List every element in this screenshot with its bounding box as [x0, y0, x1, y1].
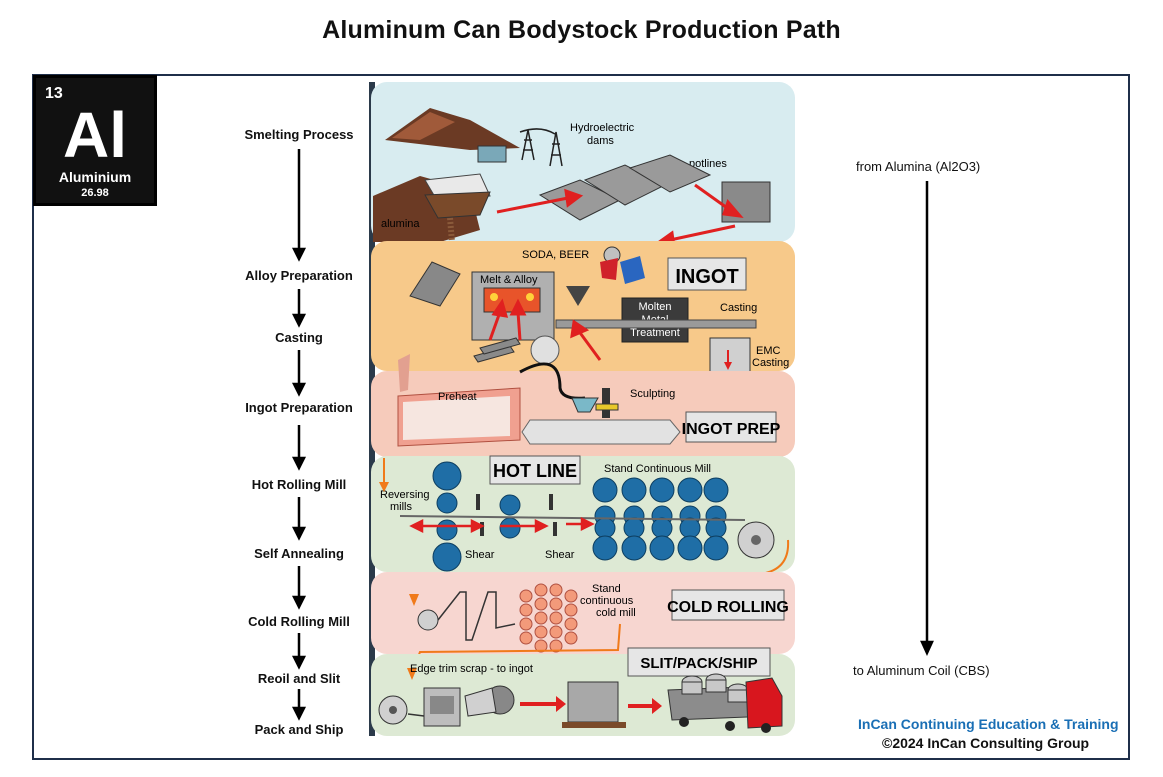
hot-arrows [409, 516, 595, 534]
ingot-banner-box [667, 257, 747, 291]
label-preheat: Preheat [438, 391, 477, 403]
truck-coils [681, 673, 749, 703]
potline-buildings [538, 154, 712, 221]
hot-banner: HOT LINE [493, 461, 577, 481]
beer-can [620, 256, 645, 284]
prep-banner: INGOT PREP [682, 421, 781, 438]
step-smelting: Smelting Process [244, 127, 354, 142]
ingot-arrows [488, 298, 602, 361]
step-pack-ship: Pack and Ship [254, 722, 344, 737]
stand-rolls [592, 477, 729, 561]
label-reversing-1: Reversing [380, 489, 430, 501]
label-alumina: alumina [381, 218, 420, 230]
label-emc-2: Casting [752, 357, 789, 369]
cold-loop [437, 591, 516, 641]
dam-building [477, 145, 507, 163]
step-alloy-preparation: Alloy Preparation [245, 268, 353, 283]
side-label-from: from Alumina (Al2O3) [856, 159, 981, 174]
page-title: Aluminum Can Bodystock Production Path [322, 16, 841, 44]
footer-org: InCan Continuing Education & Training [858, 716, 1119, 732]
element-symbol: Al [63, 99, 127, 171]
step-reoil-slit: Reoil and Slit [257, 671, 341, 686]
power-towers [519, 128, 563, 167]
stack [398, 354, 410, 392]
label-cold-3: cold mill [596, 607, 636, 619]
launder [555, 319, 757, 329]
scrap-block [409, 261, 461, 307]
atomic-number: 13 [45, 85, 63, 102]
svg-text:Molten: Molten [638, 301, 671, 313]
label-shear-1: Shear [465, 549, 495, 561]
cold-stand-rolls [519, 583, 578, 653]
scalper-head [571, 397, 599, 413]
svg-text:Treatment: Treatment [630, 327, 680, 339]
step-cold-rolling: Cold Rolling Mill [248, 614, 350, 629]
label-emc-1: EMC [756, 345, 781, 357]
label-shear-2: Shear [545, 549, 575, 561]
label-potlines: potlines [689, 158, 727, 170]
label-reversing-2: mills [390, 501, 412, 513]
soda-can [600, 258, 618, 280]
packed-coil [567, 681, 619, 723]
label-hydro-2: dams [587, 135, 614, 147]
hot-banner-box [489, 455, 581, 485]
slit-banner: SLIT/PACK/SHIP [640, 655, 757, 672]
ingot-stack [473, 337, 521, 363]
footer-copyright: ©2024 InCan Consulting Group [882, 735, 1090, 751]
ingot-banner: INGOT [675, 266, 738, 288]
smelting-arrows [496, 183, 744, 249]
truck-cab [745, 677, 783, 729]
cold-banner-box [671, 589, 785, 621]
label-hydro-1: Hydroelectric [570, 122, 635, 134]
label-stand-mill: Stand Continuous Mill [604, 463, 711, 475]
label-sculpting: Sculpting [630, 388, 675, 400]
label-soda: SODA, BEER [522, 249, 589, 261]
label-edge-trim: Edge trim scrap - to ingot [410, 663, 533, 675]
reversing-rolls [432, 461, 521, 572]
filter-wheel [530, 335, 560, 365]
step-ingot-preparation: Ingot Preparation [245, 400, 353, 415]
atomic-mass: 26.98 [81, 187, 109, 199]
hopper [566, 286, 590, 306]
label-melt: Melt & Alloy [480, 274, 538, 286]
prep-banner-box [685, 411, 777, 443]
side-label-to: to Aluminum Coil (CBS) [853, 663, 990, 678]
hot-strip [399, 515, 746, 521]
slit-banner-box [627, 647, 771, 677]
label-cold-2: continuous [580, 595, 634, 607]
cold-banner: COLD ROLLING [667, 599, 789, 616]
step-hot-rolling: Hot Rolling Mill [251, 477, 347, 492]
cold-uncoiler [417, 609, 439, 631]
ingot-slab [521, 419, 681, 445]
slit-arrows [520, 696, 662, 714]
content-frame [32, 74, 1130, 760]
label-casting: Casting [720, 302, 757, 314]
aluminium-element-tile: 13 Al Aluminium 26.98 [33, 75, 157, 206]
label-cold-1: Stand [592, 583, 621, 595]
step-self-annealing: Self Annealing [254, 546, 344, 561]
step-casting: Casting [275, 330, 323, 345]
element-name: Aluminium [58, 169, 132, 185]
